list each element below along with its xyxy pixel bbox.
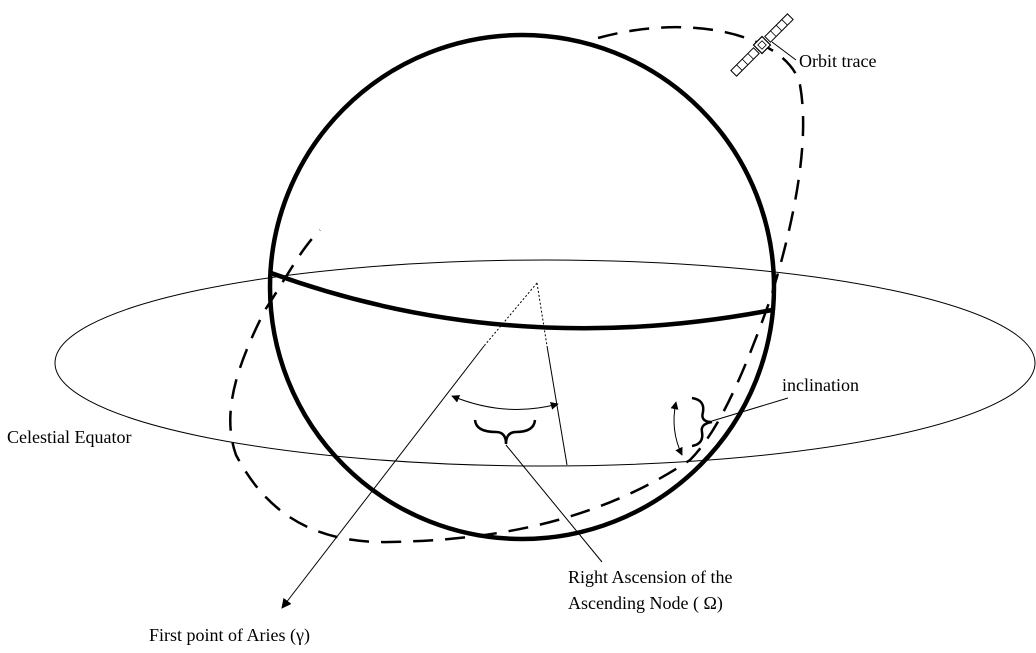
raan-brace	[473, 419, 537, 445]
center-to-node-dotted-2	[536, 282, 548, 347]
first-point-of-aries-label: First point of Aries (γ)	[149, 625, 310, 646]
celestial-equator-label: Celestial Equator	[7, 427, 131, 447]
inclination-label: inclination	[782, 375, 859, 395]
earth-sphere	[267, 32, 777, 542]
raan-label-line2: Ascending Node ( Ω)	[568, 593, 723, 614]
raan-angle-arc	[451, 395, 559, 410]
orbit-trace-path	[229, 25, 805, 544]
raan-leader-line	[505, 444, 603, 563]
orbit-trace-label: Orbit trace	[799, 51, 876, 71]
aries-direction-arrow	[281, 345, 485, 609]
inclination-leader-line	[711, 397, 789, 422]
sphere-equator-line	[270, 270, 773, 331]
center-to-node-dotted	[483, 282, 538, 347]
inclination-angle-arc	[670, 401, 683, 456]
celestial-equator-ellipse	[54, 259, 1036, 467]
raan-label-line1: Right Ascension of the	[568, 567, 733, 587]
satellite-icon	[730, 13, 794, 77]
orbit-trace-leader-line	[771, 41, 797, 61]
inclination-brace	[691, 396, 713, 448]
